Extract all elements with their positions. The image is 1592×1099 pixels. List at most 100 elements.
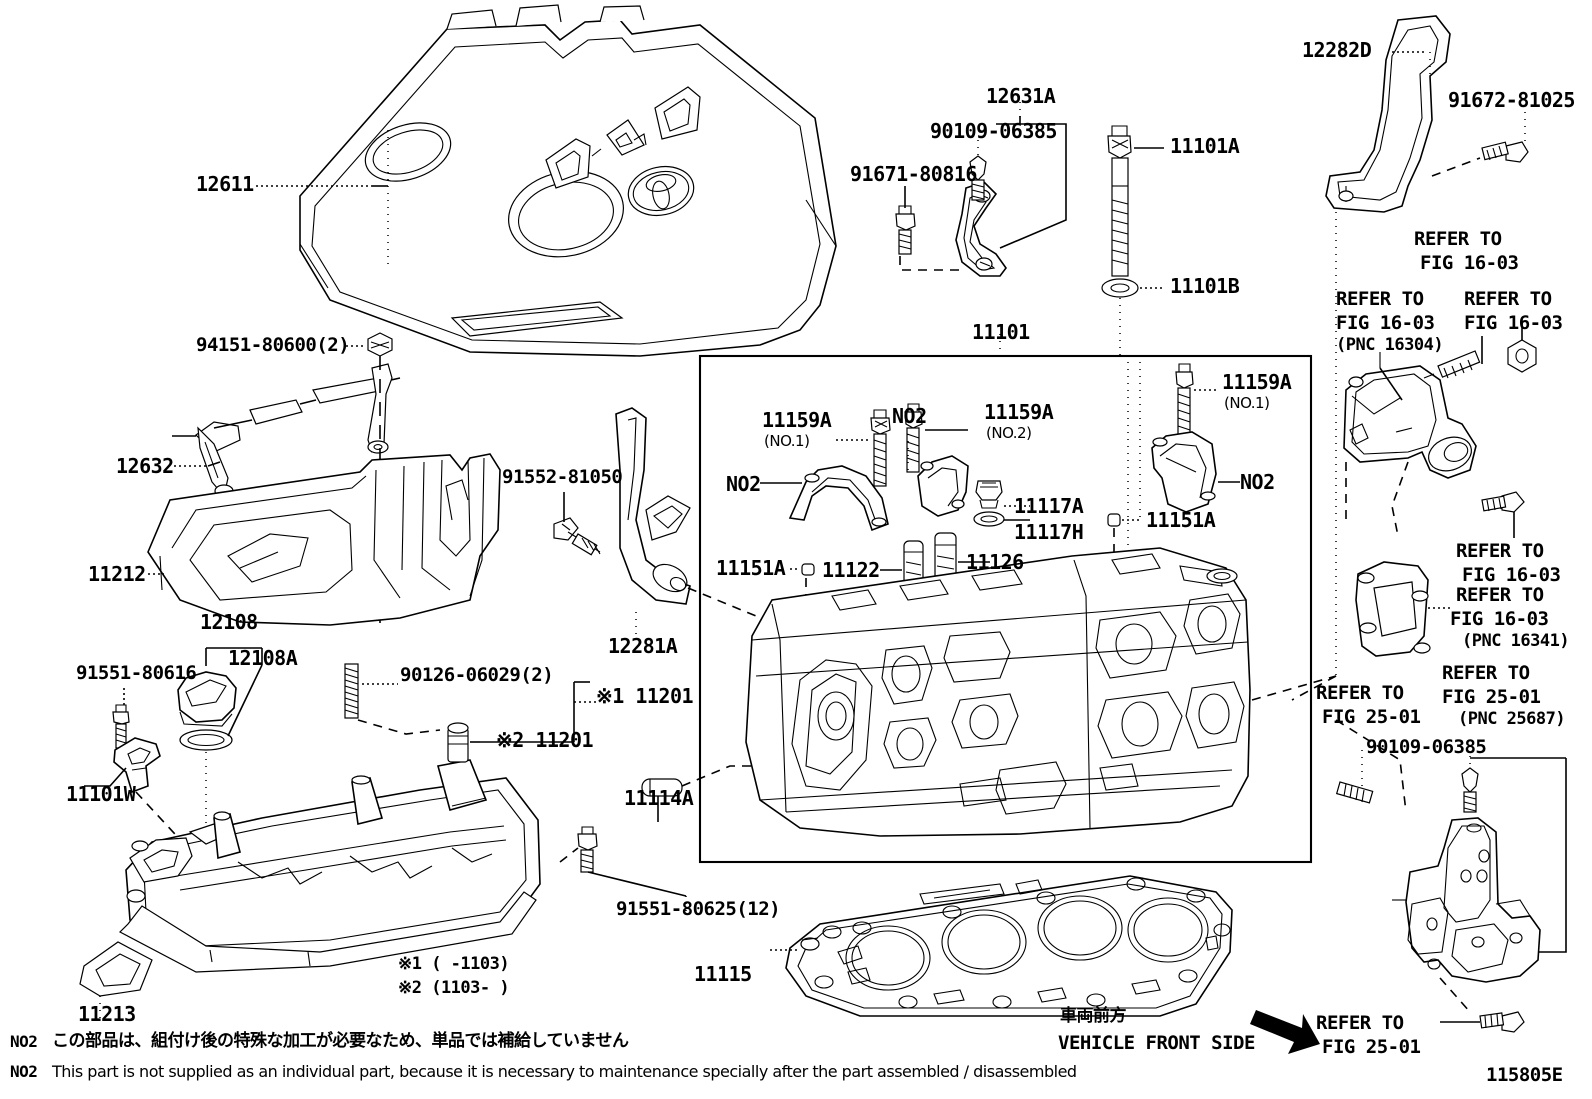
washer-11101B: [1101, 278, 1139, 298]
part-label-12108: 12108: [200, 610, 258, 634]
part-label-11159A-no1-right: 11159A: [1222, 370, 1292, 394]
part-label-star1-11201: ※1 11201: [596, 684, 694, 708]
timing-cover-11212: [147, 453, 501, 626]
part-label-11101: 11101: [972, 320, 1030, 344]
camshaft-bearing-cap-right: [1151, 431, 1217, 513]
refer-note-4-line1: REFER TO: [1456, 540, 1544, 562]
part-label-11122: 11122: [822, 558, 880, 582]
pipe-12281A: [615, 407, 691, 605]
refer-note-2-line1: REFER TO: [1336, 288, 1424, 310]
refer-note-6-line2: FIG 25-01: [1322, 706, 1421, 728]
refer-note-2-line2: FIG 16-03: [1336, 312, 1435, 334]
part-label-91671-80816: 91671-80816: [850, 162, 977, 186]
part-sublabel-11159A-no2: (NO.2): [986, 424, 1032, 442]
oil-filler-cap-12108: [177, 671, 237, 751]
part-label-91551-80625: 91551-80625(12): [616, 898, 781, 920]
plug-11117A: [975, 480, 1003, 509]
part-label-11126: 11126: [966, 550, 1024, 574]
stud-16-03: [1423, 350, 1481, 379]
engine-mount-bracket: [1392, 817, 1541, 983]
part-label-11101A: 11101A: [1170, 134, 1240, 158]
head-gasket-11115: [785, 875, 1233, 1017]
bolt-90109-06385-top: [969, 155, 987, 201]
cone-boss-b: [351, 777, 384, 825]
refer-note-5-line2: FIG 16-03: [1450, 608, 1549, 630]
bolt-91552-81050: [553, 517, 601, 556]
date-note-star1: ※1 ( -1103): [398, 954, 510, 974]
plug-11114A: [641, 778, 683, 797]
refer-note-8-line1: REFER TO: [1316, 1012, 1404, 1034]
figure-id: 115805E: [1486, 1064, 1563, 1086]
part-label-11212: 11212: [88, 562, 146, 586]
part-label-94151-80600: 94151-80600(2): [196, 334, 350, 356]
footnote-en-text: This part is not supplied as an individu…: [52, 1062, 1077, 1081]
washer-11117H: [973, 511, 1005, 527]
part-label-11117H: 11117H: [1014, 520, 1084, 544]
heat-insulator-12282D: [1325, 15, 1451, 213]
refer-note-4-line2: FIG 16-03: [1462, 564, 1561, 586]
part-label-12632: 12632: [116, 454, 174, 478]
dowel-11151A-left: [801, 563, 815, 576]
date-note-star2: ※2 (1103- ): [398, 978, 510, 998]
head-cover-11213: [79, 722, 541, 997]
part-label-11101B: 11101B: [1170, 274, 1240, 298]
part-label-90126-06029: 90126-06029(2): [400, 664, 554, 686]
refer-note-2-line3: (PNC 16304): [1336, 335, 1444, 355]
bolt-91672-81025: [1481, 141, 1529, 163]
vehicle-front-arrow: [1250, 1010, 1320, 1054]
refer-note-5-line1: REFER TO: [1456, 584, 1544, 606]
bracket-12631A: [955, 181, 1007, 277]
water-outlet-housing: [1343, 365, 1477, 479]
bolt-91671-80816: [895, 205, 916, 255]
hex-nut-16-03: [1507, 339, 1537, 373]
refer-note-3-line1: REFER TO: [1464, 288, 1552, 310]
part-label-12108A: 12108A: [228, 646, 298, 670]
part-label-star2-11201: ※2 11201: [496, 728, 594, 752]
part-label-no2-right: NO2: [1240, 470, 1275, 494]
bolt-90109-06385-bottom: [1461, 767, 1479, 813]
part-label-11159A-no1: 11159A: [762, 408, 832, 432]
part-label-11101W: 11101W: [66, 782, 136, 806]
part-label-11151A-right: 11151A: [1146, 508, 1216, 532]
part-label-no2-left: NO2: [726, 472, 761, 496]
footnote-ja-code: NO2: [10, 1032, 38, 1051]
part-label-no2-mid: NO2: [892, 404, 927, 428]
bolt-11101A: [1107, 125, 1132, 277]
part-label-11213: 11213: [78, 1002, 136, 1026]
engine-cover-12611: [299, 4, 837, 357]
part-label-91672-81025: 91672-81025: [1448, 88, 1575, 112]
part-label-91552-81050: 91552-81050: [502, 466, 623, 488]
camshaft-bearing-cap-left: [788, 465, 889, 532]
part-label-12631A: 12631A: [986, 84, 1056, 108]
cylinder-head-casting: [745, 547, 1251, 837]
part-label-12281A: 12281A: [608, 634, 678, 658]
front-side-english: VEHICLE FRONT SIDE: [1058, 1032, 1255, 1054]
d4d-emblem: [545, 86, 701, 189]
refer-note-5-line3: (PNC 16341): [1462, 631, 1570, 651]
sensor-11101W: [113, 737, 161, 794]
front-side-japanese: 車両前方: [1060, 1006, 1127, 1026]
part-label-12282D: 12282D: [1302, 38, 1372, 62]
part-label-11159A-no2: 11159A: [984, 400, 1054, 424]
cylinder-head-group-box: [698, 354, 1313, 864]
bolt-11159A-no2: [904, 403, 923, 473]
refer-note-3-line2: FIG 16-03: [1464, 312, 1563, 334]
refer-note-7-line2: FIG 25-01: [1442, 686, 1541, 708]
camshaft-bearing-cap-mid: [917, 455, 969, 517]
refer-note-6-line1: REFER TO: [1316, 682, 1404, 704]
part-label-11115: 11115: [694, 962, 752, 986]
bolt-91551-80616: [112, 704, 130, 749]
footnote-ja-text: この部品は、組付け後の特殊な加工が必要なため、単品では補給していません: [52, 1031, 629, 1051]
refer-note-7-line1: REFER TO: [1442, 662, 1530, 684]
cone-boss-a: [213, 813, 241, 860]
bolt-11159A-no1: [870, 409, 891, 487]
bolt-16-03-upper: [1481, 491, 1525, 513]
part-label-91551-80616: 91551-80616: [76, 662, 197, 684]
refer-note-7-line3: (PNC 25687): [1458, 709, 1566, 729]
part-label-90109-06385-top: 90109-06385: [930, 119, 1057, 143]
bolt-11159A-no1-right: [1175, 363, 1194, 443]
part-label-11151A-left: 11151A: [716, 556, 786, 580]
part-sublabel-11159A-no1-right: (NO.1): [1224, 394, 1270, 412]
